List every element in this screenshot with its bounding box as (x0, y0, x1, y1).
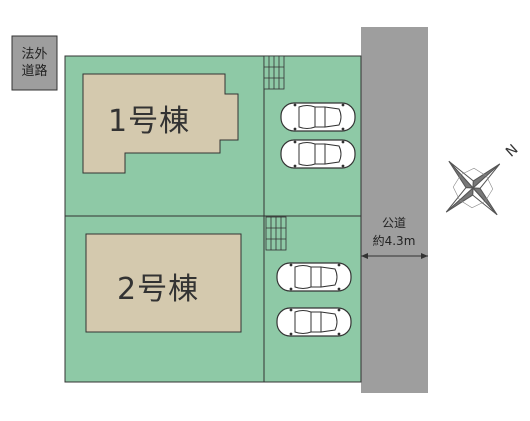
steps-1 (263, 55, 285, 90)
road-width-arrow-right (421, 253, 428, 259)
building-2 (85, 233, 242, 333)
building-1 (82, 73, 239, 174)
off-road-label: 法外 道路 (12, 36, 57, 90)
public-road (361, 27, 428, 393)
car-1b (280, 139, 356, 169)
road-width-arrow-left (361, 253, 368, 259)
building-1-label: 1号棟 (108, 104, 191, 139)
off-road-label-line2: 道路 (21, 64, 48, 79)
car-2a (276, 262, 352, 292)
car-2b (276, 307, 352, 337)
compass-rose-icon (445, 160, 501, 216)
steps-2 (265, 216, 287, 251)
off-road-label-line1: 法外 (21, 47, 48, 62)
public-road-width: 約4.3m (372, 234, 416, 248)
car-1a (280, 102, 356, 132)
off-road-area (11, 35, 58, 91)
building-2-label: 2号棟 (117, 272, 200, 307)
public-road-label-line1: 公道 (381, 216, 406, 230)
public-road-label: 公道 約4.3m (362, 214, 426, 250)
